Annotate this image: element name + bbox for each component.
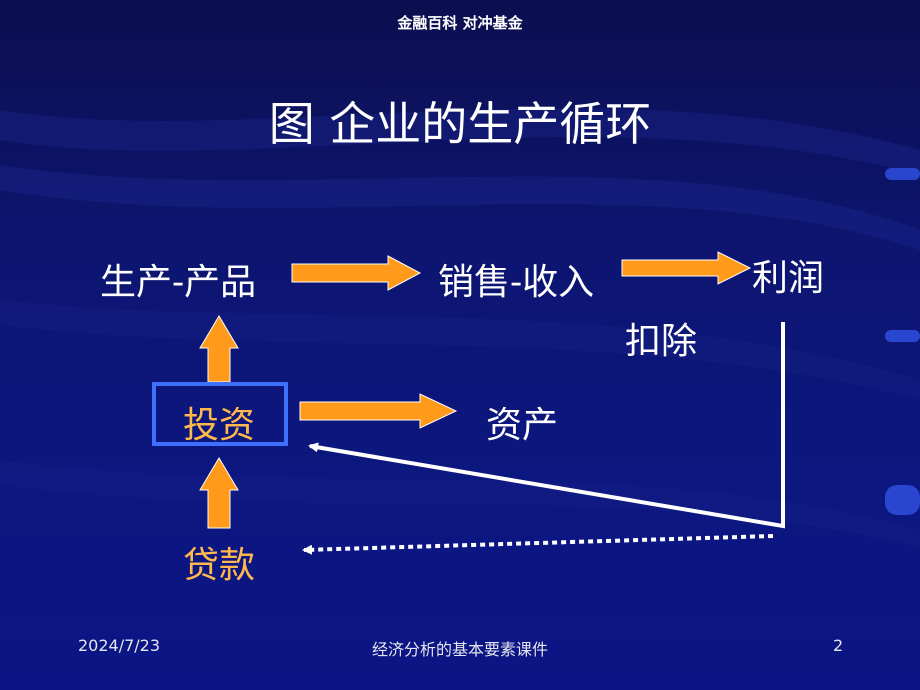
- footer-course: 经济分析的基本要素课件: [371, 640, 548, 659]
- node-sales: 销售-收入: [438, 262, 595, 303]
- footer-date: 2024/7/23: [78, 636, 161, 655]
- arrow-production-to-sales: [291, 255, 422, 291]
- arrow-investment-to-assets: [299, 393, 458, 429]
- arrow-sales-to-profit: [621, 251, 752, 285]
- label-deduct: 扣除: [625, 321, 698, 362]
- arrow-profit-to-investment: [308, 322, 785, 529]
- node-loan: 贷款: [183, 545, 256, 586]
- node-profit: 利润: [752, 258, 825, 299]
- arrow-investment-to-production: [199, 315, 239, 383]
- footer-page-number: 2: [833, 636, 844, 655]
- arrow-profit-to-loan: [302, 534, 774, 555]
- arrow-loan-to-investment: [199, 457, 239, 529]
- node-investment: 投资: [183, 405, 256, 446]
- node-assets: 资产: [486, 405, 559, 446]
- node-production: 生产-产品: [100, 262, 257, 303]
- page-title: 图 企业的生产循环: [268, 97, 652, 151]
- investment-box: [152, 382, 288, 446]
- header-caption: 金融百科 对冲基金: [397, 14, 523, 32]
